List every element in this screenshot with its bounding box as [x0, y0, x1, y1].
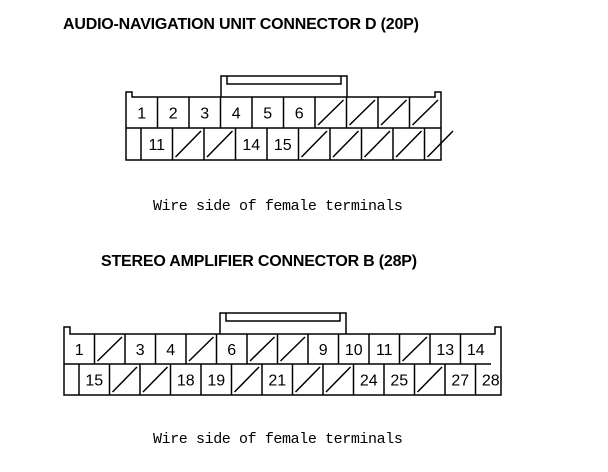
connector-b-terminal-25: 25: [390, 373, 408, 390]
connector-b-bottom-unused-cavity: [294, 366, 321, 393]
connector-b-bottom-unused-cavity: [111, 366, 138, 393]
connector-b-terminal-24: 24: [360, 373, 378, 390]
connector-b-housing: [63, 326, 502, 396]
connector-b-terminal-13: 13: [436, 342, 454, 359]
connector-d-terminal-1: 1: [137, 106, 146, 123]
connector-d-bottom-unused-cavity: [363, 130, 391, 158]
connector-d-terminal-11: 11: [148, 137, 165, 154]
connector-d-caption: Wire side of female terminals: [153, 198, 403, 215]
connector-d-terminal-2: 2: [169, 106, 178, 123]
connector-d-bottom-unused-cavity: [300, 130, 328, 158]
connector-d-top-unused-cavity: [411, 99, 439, 126]
connector-b-terminal-18: 18: [177, 373, 195, 390]
connector-b-top-unused-cavity: [401, 336, 428, 362]
connector-b-title: STEREO AMPLIFIER CONNECTOR B (28P): [101, 253, 417, 270]
connector-d-bottom-unused-cavity: [395, 130, 423, 158]
connector-d-bottom-unused-cavity: [206, 130, 234, 158]
connector-b-terminal-19: 19: [207, 373, 225, 390]
connector-b-latch: [219, 312, 347, 334]
connector-d-bottom-unused-cavity: [426, 130, 454, 158]
connector-b-terminal-27: 27: [451, 373, 469, 390]
connector-b-top-unused-cavity: [96, 336, 123, 362]
connector-d-terminal-14: 14: [242, 137, 260, 154]
connector-b-terminal-14: 14: [467, 342, 485, 359]
connector-b-top-unused-cavity: [279, 336, 306, 362]
connector-d-latch: [220, 75, 348, 97]
connector-b-caption: Wire side of female terminals: [153, 431, 403, 448]
connector-d-bottom-unused-cavity: [174, 130, 202, 158]
connector-d-terminal-5: 5: [263, 106, 272, 123]
connector-b-terminal-28: 28: [482, 373, 500, 390]
connector-b-terminal-10: 10: [345, 342, 363, 359]
connector-d-terminal-4: 4: [232, 106, 241, 123]
connector-d-top-unused-cavity: [317, 99, 345, 126]
connector-d-top-unused-cavity: [380, 99, 408, 126]
connector-b-terminal-21: 21: [268, 373, 286, 390]
connector-b-terminal-15: 15: [85, 373, 103, 390]
connector-b-terminal-3: 3: [136, 342, 145, 359]
connector-b-top-unused-cavity: [188, 336, 215, 362]
connector-b-bottom-unused-cavity: [233, 366, 260, 393]
connector-d-terminal-6: 6: [295, 106, 304, 123]
connector-b-terminal-11: 11: [376, 342, 393, 359]
connector-b-bottom-unused-cavity: [325, 366, 352, 393]
connector-b-terminal-1: 1: [75, 342, 84, 359]
connector-b-terminal-6: 6: [227, 342, 236, 359]
connector-d-title: AUDIO-NAVIGATION UNIT CONNECTOR D (20P): [63, 16, 419, 33]
connector-b-bottom-unused-cavity: [142, 366, 169, 393]
connector-d-terminal-15: 15: [274, 137, 292, 154]
connector-b-terminal-4: 4: [166, 342, 175, 359]
connector-b-terminal-9: 9: [319, 342, 328, 359]
connector-b-top-unused-cavity: [249, 336, 276, 362]
connector-d-top-unused-cavity: [348, 99, 376, 126]
connector-d-housing: [125, 91, 442, 161]
connector-d-bottom-unused-cavity: [332, 130, 360, 158]
connector-b-bottom-unused-cavity: [416, 366, 443, 393]
connector-d-terminal-3: 3: [200, 106, 209, 123]
